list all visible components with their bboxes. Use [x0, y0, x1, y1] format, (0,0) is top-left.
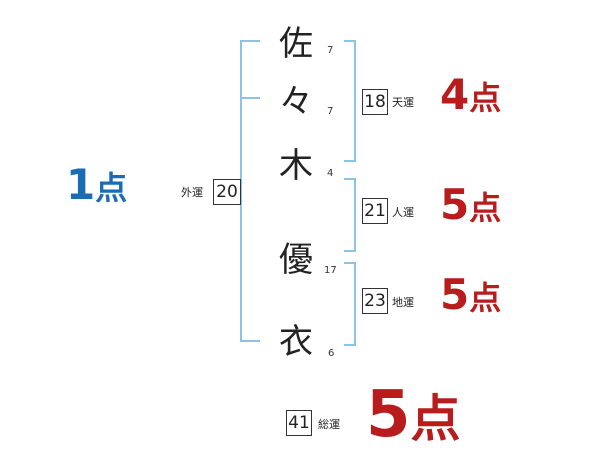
chiun-score-unit: 点 [469, 279, 502, 317]
chiun-value-box: 23 [362, 288, 388, 314]
stroke-count-1: 7 [327, 45, 334, 56]
stroke-count-3: 4 [327, 168, 334, 179]
tenun-score: 4点 [440, 70, 501, 123]
name-char-5: 衣 [279, 322, 313, 362]
chiun-label: 地運 [392, 296, 414, 309]
souun-score: 5点 [366, 378, 461, 456]
jinun-score: 5点 [440, 180, 501, 233]
jinun-label: 人運 [392, 206, 414, 219]
gaiun-score-number: 1 [66, 160, 96, 209]
chiun-score: 5点 [440, 270, 501, 323]
souun-label: 総運 [318, 418, 340, 431]
gaiun-value-box: 20 [213, 179, 241, 205]
stroke-count-2: 7 [327, 106, 334, 117]
jinun-score-unit: 点 [469, 189, 502, 227]
name-char-1: 佐 [279, 24, 313, 64]
name-char-2: 々 [279, 82, 313, 122]
chiun-bracket [344, 262, 356, 346]
jinun-value-box: 21 [362, 198, 388, 224]
tenun-value-box: 18 [362, 89, 388, 115]
jinun-score-number: 5 [440, 180, 470, 229]
chiun-score-number: 5 [440, 270, 470, 319]
jinun-bracket [344, 178, 356, 252]
tenun-score-number: 4 [440, 70, 470, 119]
gaiun-label: 外運 [181, 186, 203, 199]
stroke-count-4: 17 [324, 265, 337, 276]
tenun-label: 天運 [392, 96, 414, 109]
gaiun-score: 1点 [66, 160, 127, 213]
gaiun-score-unit: 点 [95, 169, 128, 207]
souun-value-box: 41 [286, 410, 312, 436]
souun-score-unit: 点 [410, 390, 461, 448]
tenun-score-unit: 点 [469, 79, 502, 117]
name-char-3: 木 [279, 146, 313, 186]
stroke-count-5: 6 [328, 348, 335, 359]
tenun-bracket [344, 40, 356, 162]
souun-score-number: 5 [366, 378, 411, 452]
name-char-4: 優 [279, 240, 313, 280]
gaiun-bracket [240, 40, 262, 342]
